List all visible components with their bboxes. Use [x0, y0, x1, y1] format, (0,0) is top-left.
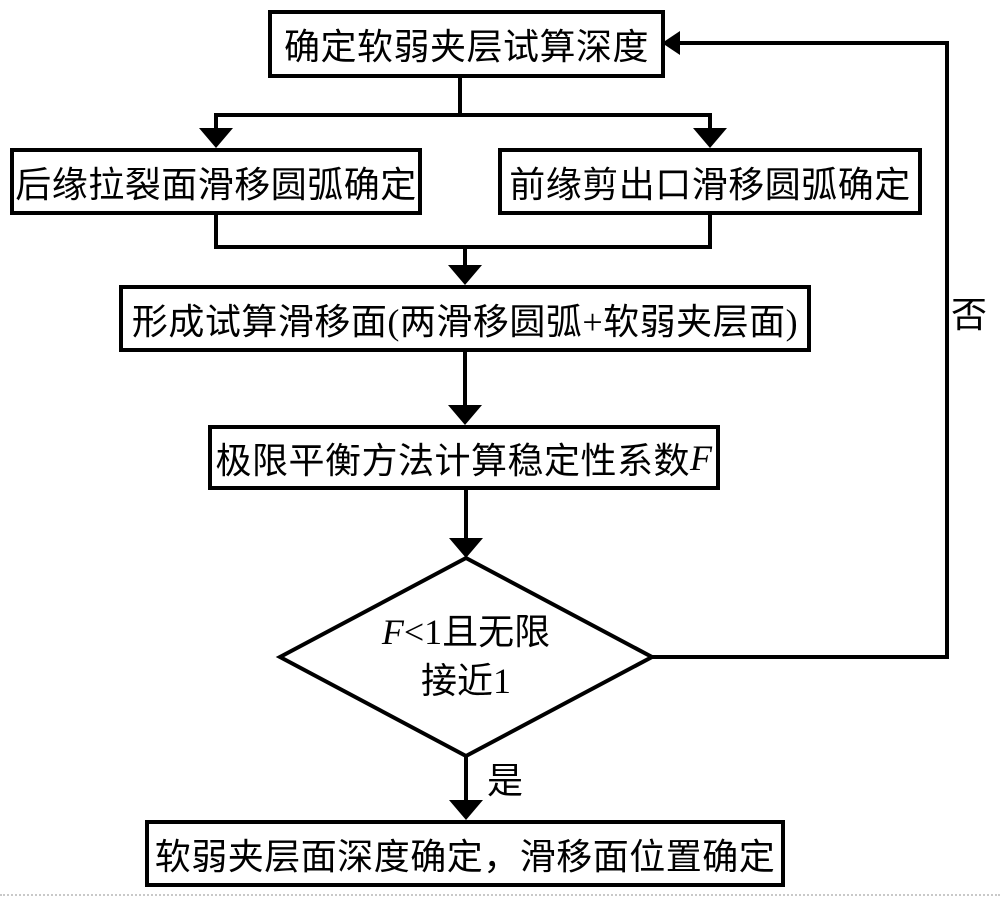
edge-top-to-branch-vertical — [458, 78, 462, 117]
node-determine-trial-depth-label: 确定软弱夹层试算深度 — [283, 27, 649, 67]
arrowhead-into-determine-trial-depth — [662, 31, 680, 55]
edge-limit-to-decision-vertical — [464, 490, 468, 540]
node-result-depth-position-determined: 软弱夹层面深度确定，滑移面位置确定 — [145, 820, 785, 887]
edge-branch-horizontal — [214, 113, 712, 117]
edge-front-arc-down-vertical — [708, 215, 712, 249]
decision-condition-line1: F<1且无限 — [316, 608, 616, 657]
edge-decision-to-result-vertical — [464, 754, 468, 802]
node-determine-trial-depth: 确定软弱夹层试算深度 — [268, 10, 665, 78]
scan-artifact-line — [0, 894, 1000, 896]
stability-factor-symbol: F — [690, 437, 713, 478]
arrowhead-into-front-arc — [693, 128, 727, 148]
node-form-trial-slip-surface: 形成试算滑移面(两滑移圆弧+软弱夹层面) — [119, 285, 811, 352]
edge-no-vertical-right — [945, 41, 949, 659]
edge-label-yes: 是 — [487, 761, 524, 801]
edge-no-horizontal-top — [678, 41, 949, 45]
edge-rear-arc-down-vertical — [214, 215, 218, 249]
node-rear-tension-crack-arc-label: 后缘拉裂面滑移圆弧确定 — [15, 164, 417, 205]
node-result-depth-position-determined-label: 软弱夹层面深度确定，滑移面位置确定 — [154, 836, 776, 877]
arrowhead-into-decision — [449, 538, 483, 558]
arrowhead-into-result — [449, 800, 483, 820]
decision-condition-text: F<1且无限 接近1 — [316, 608, 616, 705]
edge-branch-right-vertical — [708, 113, 712, 131]
edge-branch-left-vertical — [214, 113, 218, 131]
arrowhead-into-rear-arc — [199, 128, 233, 148]
node-rear-tension-crack-arc: 后缘拉裂面滑移圆弧确定 — [10, 148, 422, 215]
arrowhead-into-limit-equilibrium — [448, 405, 482, 425]
decision-condition-line1-rest: <1且无限 — [403, 612, 551, 652]
edge-no-horizontal-bottom — [650, 655, 949, 659]
node-front-shear-outlet-arc: 前缘剪出口滑移圆弧确定 — [498, 148, 922, 215]
node-front-shear-outlet-arc-label: 前缘剪出口滑移圆弧确定 — [509, 164, 911, 205]
node-form-trial-slip-surface-label: 形成试算滑移面(两滑移圆弧+软弱夹层面) — [131, 301, 799, 342]
edge-form-to-limit-vertical — [463, 352, 467, 407]
edge-merge-down-vertical — [463, 245, 467, 267]
decision-condition-line2: 接近1 — [420, 660, 511, 701]
arrowhead-into-form-surface — [448, 265, 482, 285]
node-limit-equilibrium-factor-label: 极限平衡方法计算稳定性系数 — [215, 440, 690, 481]
edge-label-no: 否 — [951, 295, 988, 335]
decision-factor-symbol: F — [381, 612, 404, 652]
